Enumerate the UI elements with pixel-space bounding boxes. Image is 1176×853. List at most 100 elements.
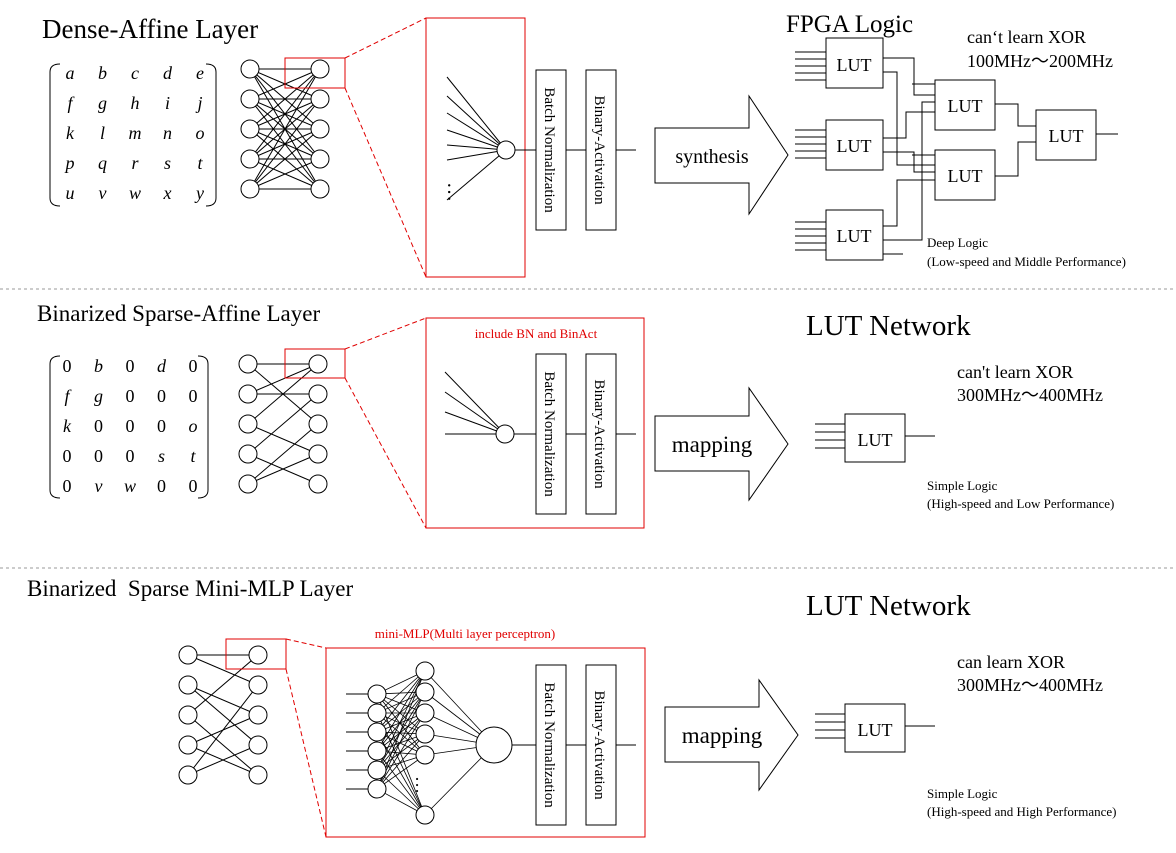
mlp-edge — [376, 712, 426, 790]
logic-type: Simple Logic — [927, 786, 998, 801]
matrix-cell: a — [66, 63, 75, 83]
mlp-input-node — [367, 779, 387, 799]
mlp-edge — [376, 670, 426, 752]
lut-label: LUT — [948, 96, 983, 116]
binary-activation-block — [585, 353, 617, 515]
arrow-label: synthesis — [675, 146, 749, 168]
output-node — [310, 59, 330, 79]
zoom-highlight-box — [284, 348, 346, 379]
mlp-edge — [376, 712, 426, 756]
matrix-cell: 0 — [94, 446, 103, 466]
mlp-edge — [376, 691, 426, 733]
network-edge — [247, 363, 319, 425]
matrix-cell: v — [95, 476, 103, 496]
clock-frequency: 300MHz～400MHz — [957, 675, 1103, 695]
xor-capability: can't learn XOR — [957, 362, 1073, 382]
matrix-cell: t — [197, 153, 203, 173]
matrix-cell: 0 — [157, 386, 166, 406]
output-node — [308, 384, 328, 404]
lut-block — [825, 37, 884, 89]
output-node — [310, 149, 330, 169]
input-node — [240, 59, 260, 79]
lut-label: LUT — [837, 226, 872, 246]
mlp-hidden-node — [415, 661, 435, 681]
target-title: LUT Network — [806, 590, 971, 622]
neuron-fan-in — [446, 76, 536, 201]
network-edge — [187, 654, 259, 716]
input-node — [240, 179, 260, 199]
mlp-edge — [376, 712, 426, 771]
matrix-cell: y — [194, 183, 204, 203]
output-node — [308, 414, 328, 434]
mlp-input-node — [367, 741, 387, 761]
mlp-hidden-node — [415, 805, 435, 825]
matrix-cell: e — [196, 63, 204, 83]
matrix-cell: 0 — [63, 446, 72, 466]
matrix-cell: t — [190, 446, 196, 466]
input-node — [240, 89, 260, 109]
matrix-cell: v — [99, 183, 107, 203]
matrix-cell: 0 — [189, 476, 198, 496]
network-edge — [187, 684, 259, 716]
lut-block — [825, 119, 884, 171]
mlp-edge — [376, 731, 426, 816]
logic-description: (Low-speed and Middle Performance) — [927, 254, 1126, 269]
input-node — [238, 354, 258, 374]
output-node — [248, 765, 268, 785]
matrix-cell: c — [131, 63, 139, 83]
network-edge — [249, 68, 321, 130]
matrix-cell: d — [163, 63, 173, 83]
input-node — [238, 414, 258, 434]
matrix-cell: 0 — [126, 386, 135, 406]
output-node — [248, 675, 268, 695]
neuron-node — [495, 424, 515, 444]
mlp-hidden-node — [415, 703, 435, 723]
matrix-cell: 0 — [157, 416, 166, 436]
arrow-label: mapping — [672, 432, 753, 457]
output-node — [248, 645, 268, 665]
mlp-edge — [376, 712, 426, 752]
input-node — [240, 149, 260, 169]
matrix-cell: 0 — [126, 416, 135, 436]
matrix-cell: b — [94, 356, 103, 376]
zoom-panel — [325, 647, 646, 838]
binary-activation-label: Binary-Activation — [591, 379, 607, 489]
output-node — [310, 89, 330, 109]
zoom-caption: include BN and BinAct — [475, 326, 598, 341]
matrix-cell: g — [94, 386, 103, 406]
batch-norm-block — [535, 353, 567, 515]
mlp-hidden-node — [415, 724, 435, 744]
mlp-edge — [376, 691, 426, 752]
network-edge — [249, 128, 321, 190]
mlp-hidden-node — [415, 682, 435, 702]
binary-activation-block — [585, 664, 617, 826]
zoom-connector — [285, 668, 327, 838]
matrix-cell: 0 — [126, 356, 135, 376]
synthesis-arrow — [654, 94, 789, 216]
lut-label: LUT — [858, 430, 893, 450]
lut-label: LUT — [948, 166, 983, 186]
network-edge — [187, 744, 259, 776]
fpga-lut-tree: LUT LUT LUT LUT LUT LUT — [795, 37, 1118, 261]
network-edge — [247, 393, 319, 455]
matrix-cell: i — [165, 93, 170, 113]
matrix-right-bracket — [197, 355, 209, 499]
matrix-cell: w — [129, 183, 141, 203]
network-edge — [247, 453, 319, 485]
mlp-edge — [376, 754, 426, 790]
section-title: Binarized Sparse-Affine Layer — [37, 301, 320, 326]
matrix-right-bracket — [205, 63, 217, 207]
zoom-highlight-box — [225, 638, 287, 670]
matrix-cell: 0 — [189, 356, 198, 376]
section-title: Binarized Sparse Mini-MLP Layer — [27, 576, 354, 601]
network-edge — [247, 423, 319, 485]
matrix-cell: f — [67, 93, 75, 113]
batch-norm-block — [535, 69, 567, 231]
network-edge — [187, 714, 259, 776]
mlp-edge — [376, 670, 426, 733]
zoom-connector — [344, 377, 427, 529]
zoom-panel — [425, 317, 645, 529]
matrix-cell: g — [98, 93, 107, 113]
